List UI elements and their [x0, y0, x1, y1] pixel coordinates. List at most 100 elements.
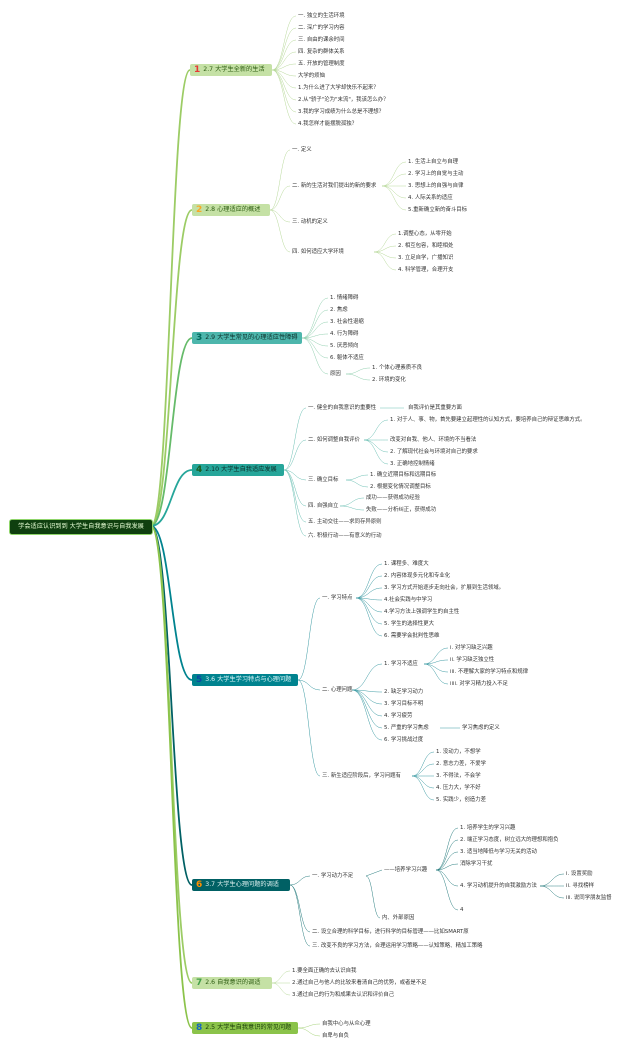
- branch-4-goal-step[interactable]: 1. 确立近期目标和远期目标: [370, 471, 437, 478]
- branch-2-requirement[interactable]: 4. 人际关系的适应: [408, 194, 453, 201]
- branch-5-learning-trait[interactable]: 4.社会实践与中学习: [384, 596, 433, 603]
- branch-5-anxiety-definition[interactable]: 学习焦虑的定义: [462, 724, 500, 731]
- branch-5-maladaptation[interactable]: iii. 不理解大家的学习特点和规律: [450, 668, 528, 675]
- branch-3-reason[interactable]: 1. 个体心理素质不良: [372, 364, 422, 371]
- branch-6-motivation-step[interactable]: 4: [460, 906, 464, 913]
- branch-7-item[interactable]: 1.要全面正确的去认识自我: [292, 967, 357, 974]
- branch-5-learning-issue[interactable]: 4. 压力大，学不好: [436, 784, 481, 791]
- branch-2-adapt-method[interactable]: 4. 科学管理，合理开支: [398, 266, 454, 273]
- branch-1-item[interactable]: 大学的烦恼: [298, 72, 325, 79]
- branch-5-item[interactable]: 一. 学习特点: [322, 594, 353, 601]
- branch-5-learning-issue[interactable]: 3. 不得法，不会学: [436, 772, 481, 779]
- branch-4-item[interactable]: 三. 确立目标: [308, 476, 339, 483]
- branch-3-item[interactable]: 4. 行为障碍: [330, 330, 359, 337]
- branch-4-note[interactable]: 自我评价是其重要方面: [408, 404, 462, 411]
- branch-8-item[interactable]: 自卑与自负: [322, 1032, 349, 1039]
- branch-6-motivation-step[interactable]: 3. 适当地降低与学习无关的活动: [460, 848, 537, 855]
- branch-3-item[interactable]: 原因: [330, 370, 341, 377]
- branch-1-item[interactable]: 3.我的学习成绩为什么总是不理想？: [298, 108, 385, 115]
- branch-6-motivation-step[interactable]: 2. 端正学习态度，树立远大的理想和抱负: [460, 836, 559, 843]
- branch-1-item[interactable]: 一. 独立的生活环境: [298, 12, 345, 19]
- branch-5-learning-trait[interactable]: 4.学习方法上强调学生的自主性: [384, 608, 460, 615]
- branch-6-item[interactable]: 三. 改变不良的学习方法，合理运用学习策略——认知策略、精加工策略: [312, 942, 483, 949]
- branch-4-self-reliance[interactable]: 成功——获得成功经验: [366, 494, 420, 501]
- branch-4-evaluation-step[interactable]: 改变对自我、他人、环境的不当看法: [390, 436, 477, 443]
- branch-2-adapt-method[interactable]: 2. 相互包容，和睦相处: [398, 242, 454, 249]
- branch-5-learning-issue[interactable]: 5. 实践少，创造力差: [436, 796, 486, 803]
- branch-5-item[interactable]: 二. 心理问题: [322, 686, 353, 693]
- branch-2-requirement[interactable]: 3. 思想上的自强与自律: [408, 182, 464, 189]
- branch-5-maladaptation[interactable]: iiii. 对学习精力投入不足: [450, 680, 508, 687]
- branch-2-requirement[interactable]: 2. 学习上的自觉与主动: [408, 170, 464, 177]
- branch-5-learning-trait[interactable]: 2. 内容体现多元化和专业化: [384, 572, 451, 579]
- branch-6-causes[interactable]: 内、外部原因: [382, 914, 415, 921]
- branch-3-item[interactable]: 6. 躯体不适应: [330, 354, 364, 361]
- branch-2-requirement[interactable]: 1. 生活上自立与自理: [408, 158, 458, 165]
- branch-5-psych-problem[interactable]: 6. 学习挑战过度: [384, 736, 424, 743]
- branch-1-item[interactable]: 2.从"骄子"沦为"末流"，我该怎么办？: [298, 96, 389, 103]
- branch-2-item[interactable]: 二. 新的生活对我们提出的新的要求: [292, 182, 377, 189]
- branch-4-item[interactable]: 二. 如何调整自我评价: [308, 436, 360, 443]
- branch-2-adapt-method[interactable]: 1.调整心态，从零开始: [398, 230, 452, 237]
- branch-6-interest[interactable]: ——培养学习兴趣: [384, 866, 428, 873]
- branch-5-psych-problem[interactable]: 2. 缺乏学习动力: [384, 688, 424, 695]
- branch-1-item[interactable]: 二. 深广的学习内容: [298, 24, 345, 31]
- branch-6-self-incentive[interactable]: i. 设置奖励: [566, 870, 593, 877]
- branch-4-item[interactable]: 一. 健全的自我意识的重要性: [308, 404, 377, 411]
- branch-4-item[interactable]: 六. 积极行动——有意义的行动: [308, 532, 382, 539]
- branch-2-item[interactable]: 三. 动机的定义: [292, 218, 328, 225]
- branch-5-learning-trait[interactable]: 5. 学生的选择性更大: [384, 620, 434, 627]
- branch-3-item[interactable]: 3. 社会性退缩: [330, 318, 364, 325]
- branch-6-self-incentive[interactable]: ii. 寻找榜样: [566, 882, 594, 889]
- branch-5-maladaptation[interactable]: ii. 学习缺乏独立性: [450, 656, 495, 663]
- branch-6-item[interactable]: 二. 设立合理的科学目标，进行科学的目标管理——比如SMART原: [312, 928, 469, 935]
- branch-3-item[interactable]: 5. 厌恶倾向: [330, 342, 359, 349]
- branch-6-self-incentive[interactable]: iii. 说同学朋友监督: [566, 894, 612, 901]
- branch-8-item[interactable]: 自我中心与从众心理: [322, 1020, 371, 1027]
- branch-6-motivation-step[interactable]: 消除学习干扰: [460, 860, 493, 867]
- branch-5-learning-trait[interactable]: 3. 学习方式开始逐步走向社会，扩展到生活领域。: [384, 584, 505, 591]
- branch-5-learning-trait[interactable]: 1. 课程多、难度大: [384, 560, 429, 567]
- branch-4-evaluation-step[interactable]: 3. 正确地控制情绪: [390, 460, 435, 467]
- branch-1-item[interactable]: 三. 自由的课余时间: [298, 36, 345, 43]
- branch-5-maladaptation[interactable]: i. 对学习缺乏兴趣: [450, 644, 493, 651]
- branch-5-psych-problem[interactable]: 5. 严重的学习焦虑: [384, 724, 429, 731]
- branch-5-learning-issue[interactable]: 2. 意志力差，不爱学: [436, 760, 486, 767]
- branch-6-motivation-step[interactable]: 1. 培养学生的学习兴趣: [460, 824, 516, 831]
- branch-4-self-reliance[interactable]: 失败——分析纠正，获得成功: [366, 506, 437, 513]
- branch-4-goal-step[interactable]: 2. 根据变化情况调整目标: [370, 483, 431, 490]
- branch-3-item[interactable]: 1. 情绪障碍: [330, 294, 359, 301]
- branch-1-item[interactable]: 四. 复杂的群体关系: [298, 48, 345, 55]
- branch-2-adapt-method[interactable]: 3. 立足自学，广播知识: [398, 254, 454, 261]
- branch-4-item[interactable]: 五. 主动交往——求同存异原则: [308, 518, 382, 525]
- branch-5-item[interactable]: 三. 新生适应阶段后，学习问题有: [322, 772, 401, 779]
- branch-1-item[interactable]: 4.我怎样才能摆脱孤独？: [298, 120, 358, 127]
- branch-1-item[interactable]: 1.为什么进了大学却快乐不起来？: [298, 84, 379, 91]
- branch-6-motivation-step[interactable]: 4. 学习动机提升的自我激励方法: [460, 882, 537, 889]
- branch-5-learning-issue[interactable]: 1. 没动力，不想学: [436, 748, 481, 755]
- branch-3-reason[interactable]: 2. 环境的变化: [372, 376, 406, 383]
- root-topic[interactable]: 学会适应认识到到 大学生自我意识与自我发展: [9, 519, 153, 535]
- branch-7-item[interactable]: 3.通过自己的行为和成果去认识和评价自己: [292, 991, 395, 998]
- branch-3-item[interactable]: 2. 焦虑: [330, 306, 348, 313]
- branch-5-learning-trait[interactable]: 6. 需要学会批判性思维: [384, 632, 440, 639]
- branch-2-requirement[interactable]: 5.重新确立新的奋斗目标: [408, 206, 468, 213]
- branch-5-psych-problem[interactable]: 4. 学习疲劳: [384, 712, 413, 719]
- branch-5-psych-problem[interactable]: 3. 学习目标不明: [384, 700, 424, 707]
- branch-4-item[interactable]: 四. 自强自立: [308, 502, 339, 509]
- branch-5-psych-problem[interactable]: 1. 学习不适应: [384, 660, 418, 667]
- branch-4-evaluation-step[interactable]: 1. 对于人、事、物，首先要建立起理性的认知方式，要培养自己的辩证思维方式。: [390, 416, 586, 423]
- branch-7-item[interactable]: 2.通过自己与他人的比较来看清自己的优势，或者是不足: [292, 979, 427, 986]
- branch-6-item[interactable]: 一. 学习动力不足: [312, 872, 354, 879]
- branch-2-item[interactable]: 一. 定义: [292, 146, 312, 153]
- branch-1-item[interactable]: 五. 开放的管理制度: [298, 60, 345, 67]
- branch-4-evaluation-step[interactable]: 2. 了解现代社会与环境对自己的要求: [390, 448, 478, 455]
